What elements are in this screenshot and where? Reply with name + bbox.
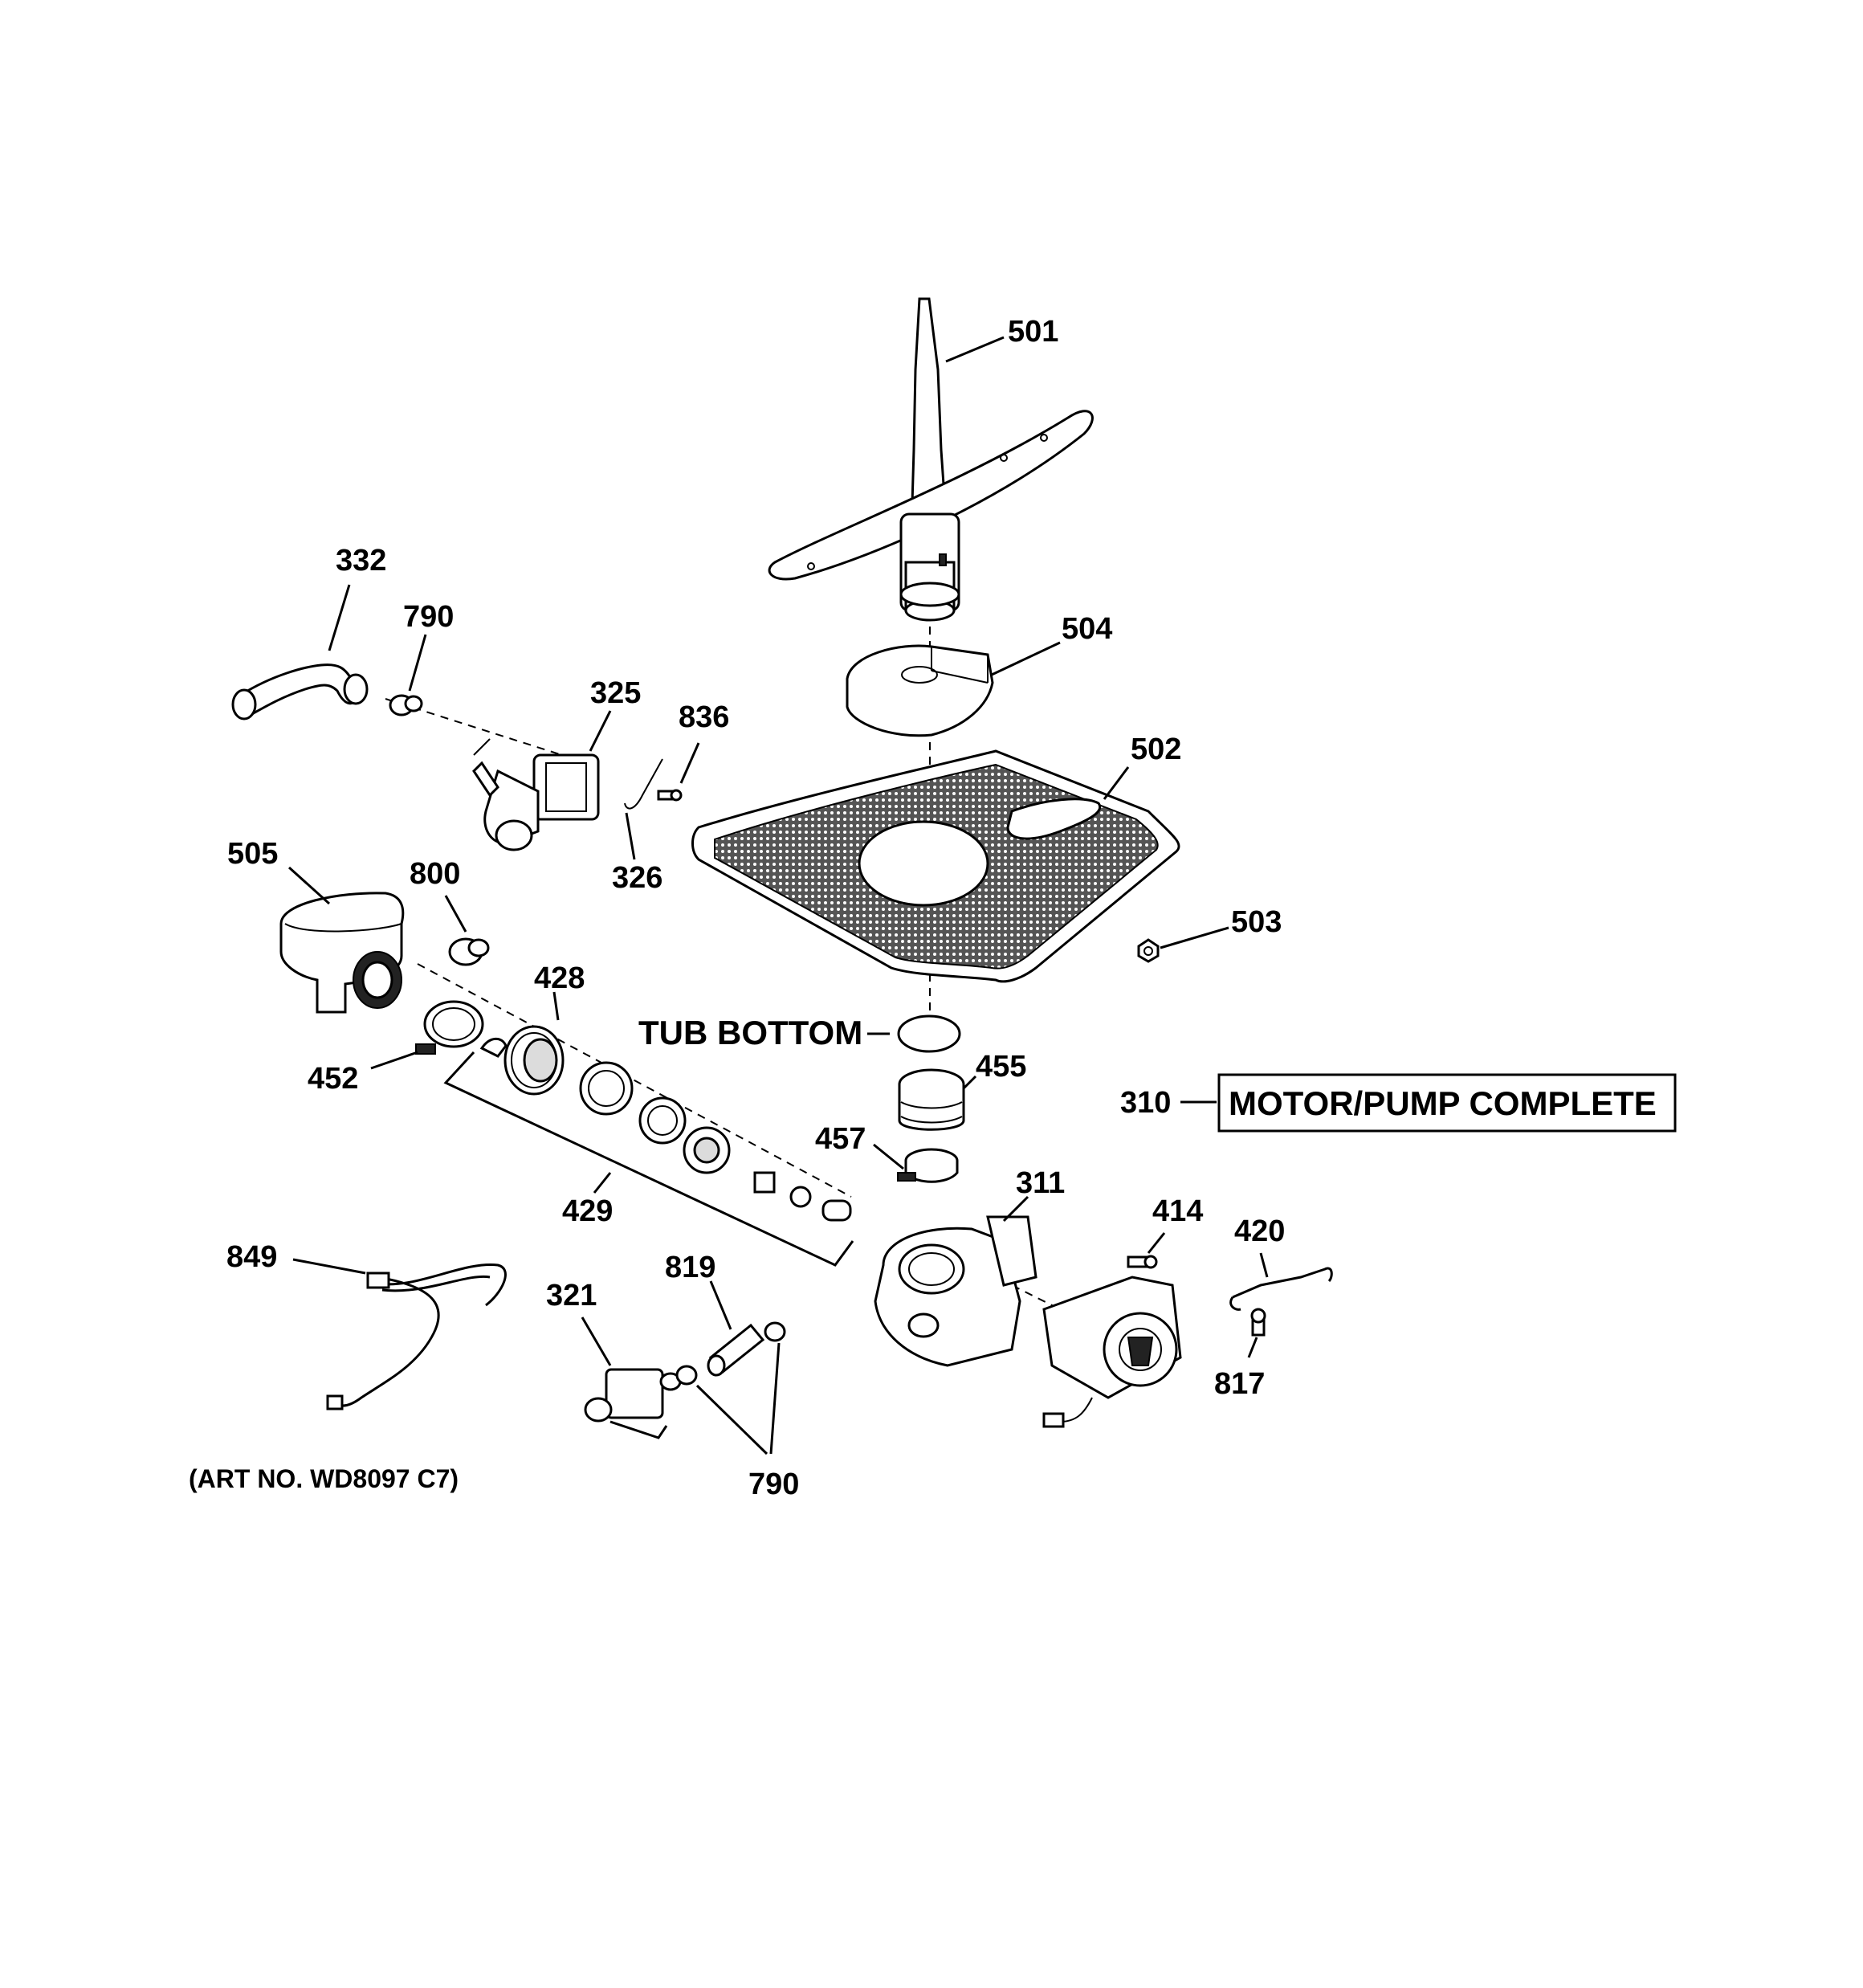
leader-800 [444, 895, 467, 933]
label-455: 455 [976, 1050, 1026, 1084]
label-429: 429 [562, 1194, 613, 1228]
clamp-457 [897, 1148, 959, 1183]
screw-414 [1127, 1255, 1158, 1269]
label-817: 817 [1214, 1367, 1265, 1401]
screw-817 [1250, 1308, 1266, 1337]
leader-325 [589, 710, 612, 752]
clamp-800 [448, 937, 490, 966]
nut-503 [1137, 938, 1160, 963]
leader-457 [873, 1143, 904, 1170]
leader-311 [1002, 1195, 1029, 1223]
filter-428 [479, 1025, 565, 1096]
bellows-455 [898, 1068, 965, 1131]
valve-325 [472, 738, 600, 851]
label-310: 310 [1120, 1086, 1171, 1120]
filter-screen-502 [691, 749, 1180, 983]
leader-452 [370, 1051, 418, 1070]
leader-849 [292, 1258, 366, 1275]
label-326: 326 [612, 861, 662, 895]
cover-504 [846, 644, 994, 737]
leader-790-top [408, 634, 427, 692]
label-505: 505 [227, 837, 278, 871]
label-836: 836 [679, 700, 729, 734]
leader-455 [962, 1075, 977, 1090]
label-800: 800 [410, 857, 460, 891]
clip-326 [624, 758, 663, 810]
spray-arm-501 [768, 297, 1094, 622]
leader-501 [945, 336, 1005, 363]
clamp-ring-452 [415, 1000, 484, 1055]
leader-321 [581, 1316, 612, 1366]
leader-817 [1247, 1337, 1258, 1358]
label-428: 428 [534, 961, 585, 995]
leader-332 [328, 584, 351, 651]
harness-849 [326, 1263, 507, 1410]
bracket-429 [443, 1051, 854, 1267]
leader-326 [625, 812, 636, 860]
label-332: 332 [336, 544, 386, 578]
seal-ring [897, 1014, 961, 1053]
kit-429 [579, 1061, 852, 1222]
sump-505 [279, 892, 405, 1014]
leader-836 [679, 742, 700, 784]
label-790-top: 790 [403, 600, 454, 634]
leader-790-bottom-b [769, 1342, 781, 1455]
label-457: 457 [815, 1122, 866, 1156]
leader-505 [287, 866, 331, 905]
leader-503 [1160, 926, 1229, 949]
label-452: 452 [308, 1062, 358, 1096]
art-number: (ART NO. WD8097 C7) [189, 1464, 459, 1493]
label-503: 503 [1231, 905, 1282, 939]
label-321: 321 [546, 1279, 597, 1312]
label-414: 414 [1152, 1194, 1203, 1228]
hose-819 [707, 1323, 765, 1377]
leader-414 [1147, 1232, 1166, 1254]
valve-321 [584, 1368, 682, 1439]
label-502: 502 [1131, 733, 1181, 766]
label-504: 504 [1062, 612, 1112, 646]
hose-332 [231, 663, 369, 720]
motor [1042, 1276, 1182, 1428]
pump-housing-311 [874, 1215, 1037, 1367]
leader-420 [1259, 1252, 1269, 1278]
label-325: 325 [590, 676, 641, 710]
label-501: 501 [1008, 315, 1058, 349]
leader-504 [991, 641, 1061, 676]
label-849: 849 [226, 1240, 277, 1274]
wire-420 [1229, 1267, 1333, 1311]
motor-pump-box-label: MOTOR/PUMP COMPLETE [1229, 1084, 1657, 1122]
leader-428 [552, 991, 560, 1021]
pump-axis-line [417, 963, 852, 1198]
clamp-790-top [389, 694, 423, 716]
clamps-790-bottom [675, 1321, 786, 1386]
leader-429 [593, 1172, 612, 1194]
label-790-bottom: 790 [748, 1468, 799, 1501]
leader-502 [1103, 766, 1130, 800]
screw-836 [657, 789, 683, 802]
label-311: 311 [1016, 1166, 1065, 1200]
label-420: 420 [1234, 1214, 1285, 1248]
leader-819 [709, 1280, 732, 1330]
motor-pump-box [1217, 1073, 1677, 1133]
tub-bottom-label: TUB BOTTOM [638, 1014, 862, 1051]
leader-790-bottom-a [695, 1384, 768, 1455]
label-819: 819 [665, 1251, 715, 1284]
